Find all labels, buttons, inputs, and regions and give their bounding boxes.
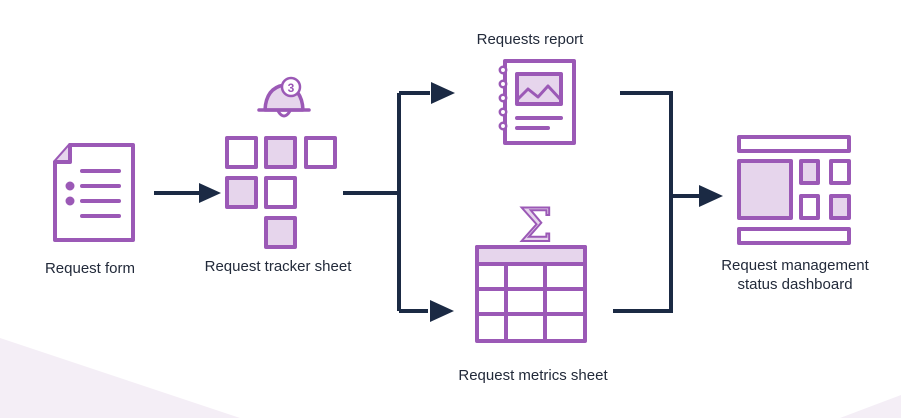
request-tracker-sheet-label: Request tracker sheet — [204, 258, 352, 275]
background-shape-right — [840, 395, 901, 418]
arrowhead-dashboard — [699, 185, 723, 207]
requests-report-label: Requests report — [476, 31, 584, 48]
notification-badge — [280, 76, 302, 98]
arrowhead-metrics — [430, 300, 454, 322]
merge-outputs-to-dashboard — [613, 91, 701, 313]
arrowheads — [199, 82, 723, 322]
sum-icon: Σ — [520, 198, 553, 252]
request-form-label: Request form — [44, 260, 136, 277]
request-metrics-sheet-label: Request metrics sheet — [458, 367, 608, 384]
spiral-report-icon — [498, 59, 576, 145]
notification-count: 3 — [288, 81, 295, 95]
bell-icon: 3 — [257, 76, 311, 118]
branch-tracker-to-outputs — [343, 91, 430, 313]
dashboard-layout-icon — [737, 135, 851, 245]
spreadsheet-sum-icon — [475, 245, 587, 343]
background-shape — [0, 338, 240, 418]
document-form-icon — [53, 143, 135, 242]
arrowhead-tracker — [199, 183, 221, 203]
tracker-grid-icon — [225, 136, 337, 249]
arrowhead-report — [431, 82, 455, 104]
request-management-dashboard-label: Request management status dashboard — [721, 257, 869, 293]
connector-arrows — [154, 91, 701, 313]
